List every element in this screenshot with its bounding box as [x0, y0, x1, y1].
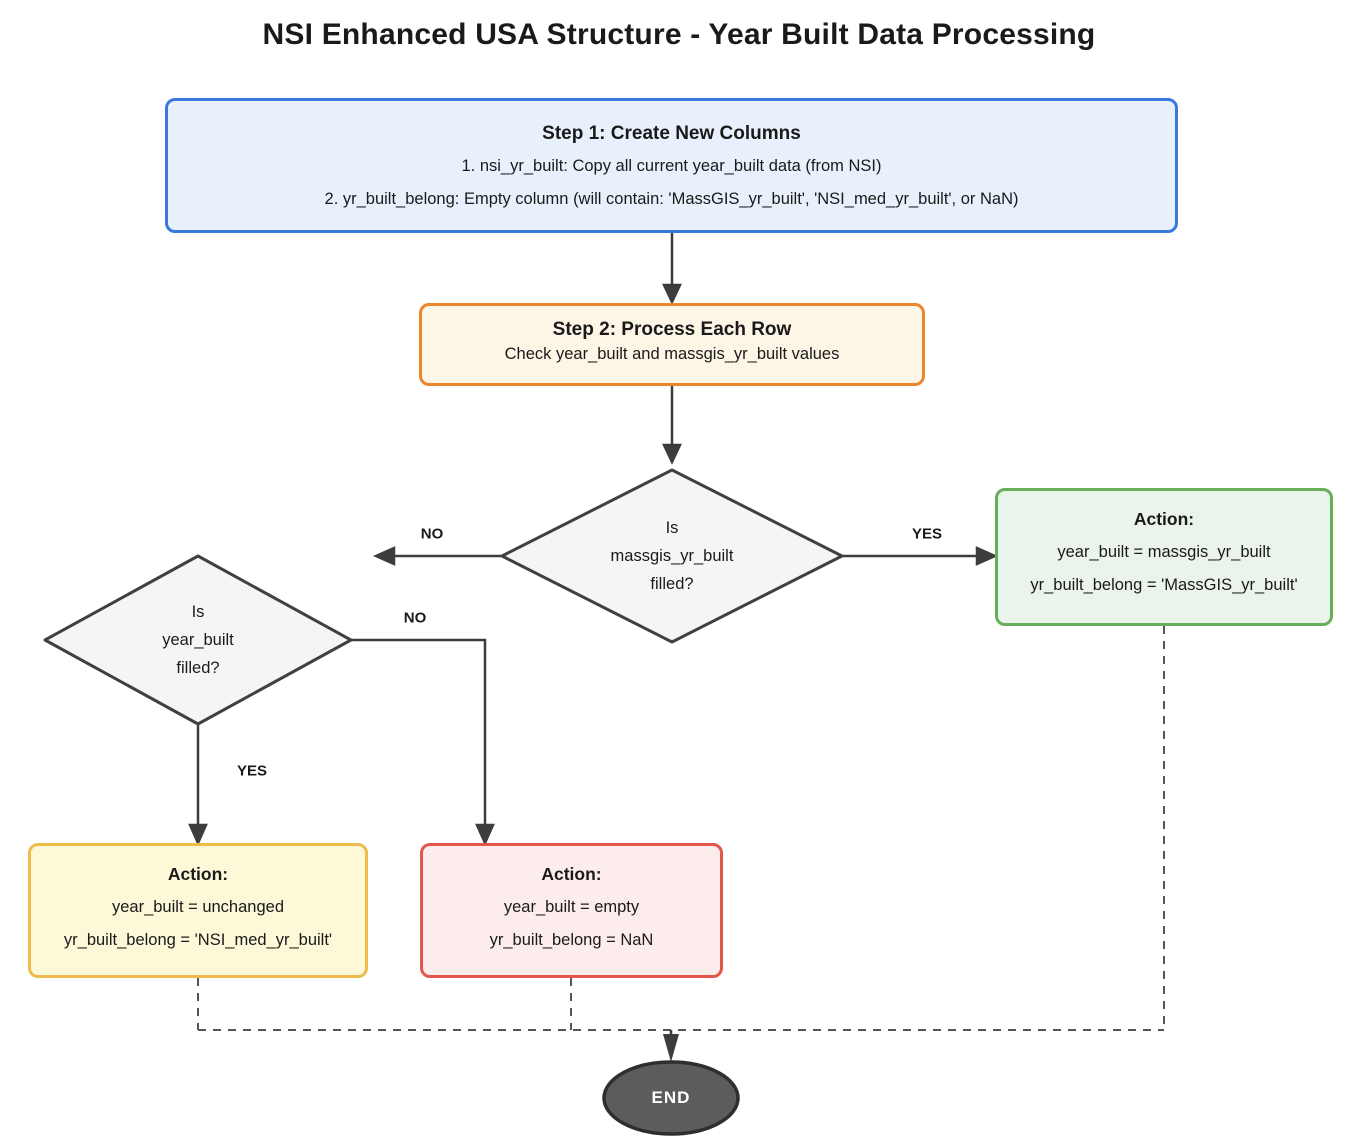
decision-yearbuilt-diamond: [43, 554, 353, 726]
edge-label-decision1-no: NO: [420, 525, 444, 543]
action-massgis-node: Action: year_built = massgis_yr_built yr…: [995, 488, 1333, 626]
action-nsi-line-2: yr_built_belong = 'NSI_med_yr_built': [63, 931, 333, 949]
step1-item-1: 1. nsi_yr_built: Copy all current year_b…: [461, 157, 882, 175]
end-ellipse: [602, 1060, 740, 1136]
decision-massgis-line-3: filled?: [650, 575, 694, 593]
edge-label-decision1-yes: YES: [911, 525, 943, 543]
arrowhead-step1-step2: [662, 283, 682, 305]
arrowhead-step2-decision: [662, 443, 682, 465]
edge-label-decision2-no: NO: [403, 609, 427, 627]
decision-massgis-line-1: Is: [665, 519, 679, 537]
decision-yearbuilt-text: Is year_built filled?: [162, 598, 234, 682]
page-title: NSI Enhanced USA Structure - Year Built …: [262, 18, 1096, 51]
action-massgis-line-2: yr_built_belong = 'MassGIS_yr_built': [1030, 576, 1298, 594]
step2-subtitle: Check year_built and massgis_yr_built va…: [504, 345, 840, 363]
step1-item-2: 2. yr_built_belong: Empty column (will c…: [324, 190, 1019, 208]
action-nsi-node: Action: year_built = unchanged yr_built_…: [28, 843, 368, 978]
arrowhead-decision2-no: [475, 823, 495, 847]
decision-yearbuilt-line-2: year_built: [162, 631, 234, 649]
action-nsi-line-1: year_built = unchanged: [111, 898, 284, 916]
step2-title: Step 2: Process Each Row: [552, 319, 792, 340]
action-nan-node: Action: year_built = empty yr_built_belo…: [420, 843, 723, 978]
step2-node: Step 2: Process Each Row Check year_buil…: [419, 303, 925, 386]
decision-massgis-text: Is massgis_yr_built filled?: [611, 514, 734, 598]
arrowhead-decision2-yes: [188, 823, 208, 847]
action-nan-line-2: yr_built_belong = NaN: [489, 931, 654, 949]
action-massgis-title: Action:: [1133, 509, 1195, 529]
action-nan-title: Action:: [541, 864, 602, 884]
action-nsi-title: Action:: [167, 864, 229, 884]
decision-massgis-line-2: massgis_yr_built: [610, 547, 734, 565]
arrow-decision2-no: [351, 638, 487, 825]
end-node-label: END: [651, 1088, 691, 1107]
arrowhead-merge-end: [663, 1034, 679, 1062]
action-nan-line-1: year_built = empty: [503, 898, 640, 916]
edge-label-decision2-yes: YES: [236, 762, 268, 780]
decision-massgis-diamond: [500, 468, 844, 644]
arrowhead-decision1-yes: [975, 546, 999, 566]
decision-yearbuilt-line-3: filled?: [176, 659, 220, 677]
decision-yearbuilt-line-1: Is: [191, 603, 205, 621]
step1-title: Step 1: Create New Columns: [542, 123, 801, 144]
arrowhead-decision1-no: [372, 546, 396, 566]
action-massgis-line-1: year_built = massgis_yr_built: [1057, 543, 1271, 561]
step1-node: Step 1: Create New Columns 1. nsi_yr_bui…: [165, 98, 1178, 233]
